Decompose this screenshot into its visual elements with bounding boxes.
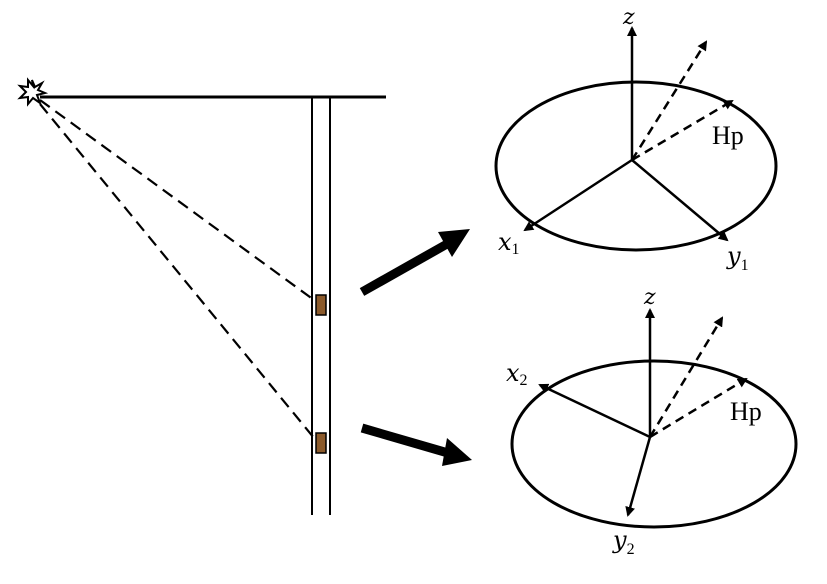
coordinate-system-upper: z Hp x1 y1 [494,5,778,274]
wave-direction-lower [648,316,724,438]
y2-label: y2 [612,526,635,558]
z-label-lower: z [643,285,656,310]
receiver-box-icon-upper [315,294,327,316]
x1-axis [523,158,633,232]
x2-axis [538,383,651,439]
borehole [311,97,331,515]
hp-label-lower: Hp [730,397,762,426]
wave-direction-upper [630,40,708,161]
hp-label-upper: Hp [712,121,744,150]
explosion-source-icon [17,77,49,107]
z-label-upper: z [622,5,635,30]
x1-label: x1 [498,228,520,258]
coordinate-system-lower: z Hp x2 y2 [506,285,798,558]
receiver-box-icon-lower [315,432,327,454]
x2-label: x2 [506,359,528,389]
pointer-arrow-upper [359,229,470,296]
y1-axis [631,159,729,242]
hp-projection-lower [649,377,748,439]
horizontal-plane-lower [510,359,798,529]
horizontal-plane-upper [494,80,778,252]
y1-label: y1 [726,242,749,274]
y2-axis [625,436,652,517]
hp-projection-upper [631,99,734,162]
pointer-arrow-lower [360,423,472,466]
ray-path-lower [39,103,315,439]
